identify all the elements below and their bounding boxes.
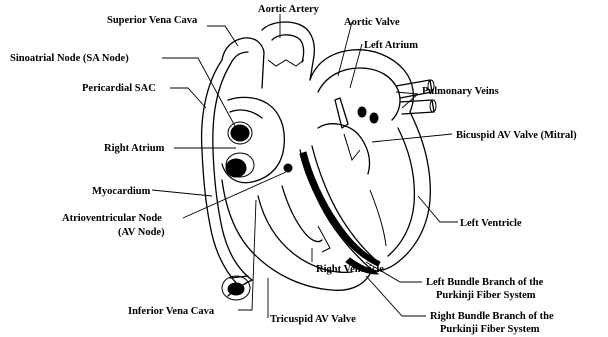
label-inferior-vena-cava: Inferior Vena Cava xyxy=(128,306,215,317)
superior-vena-cava-inner xyxy=(230,52,248,65)
label-right-bundle-line2: Purkinji Fiber System xyxy=(440,324,540,335)
label-bicuspid-valve: Bicuspid AV Valve (Mitral) xyxy=(456,130,577,141)
aortic-artery-shape xyxy=(262,22,314,80)
label-left-bundle-line1: Left Bundle Branch of the xyxy=(426,277,544,288)
label-right-atrium: Right Atrium xyxy=(104,143,165,154)
aortic-artery-inner xyxy=(272,35,304,62)
label-superior-vena-cava: Superior Vena Cava xyxy=(107,15,198,26)
label-tricuspid-valve: Tricuspid AV Valve xyxy=(270,314,356,325)
bicuspid-valve-shape xyxy=(318,124,370,174)
label-left-ventricle: Left Ventricle xyxy=(460,218,522,229)
labels: Superior Vena Cava Aortic Artery Aortic … xyxy=(10,4,577,335)
label-pulmonary-veins: Pulmonary Veins xyxy=(422,86,499,97)
label-av-node-line2: (AV Node) xyxy=(118,227,165,238)
label-aortic-valve: Aortic Valve xyxy=(344,17,400,28)
heart-illustration xyxy=(202,22,436,300)
label-pericardial-sac: Pericardial SAC xyxy=(82,83,156,94)
label-myocardium: Myocardium xyxy=(92,186,151,197)
label-sa-node: Sinoatrial Node (SA Node) xyxy=(10,53,129,64)
label-av-node-line1: Atrioventricular Node xyxy=(62,213,162,224)
sa-node-mark xyxy=(231,125,249,141)
label-right-bundle-line1: Right Bundle Branch of the xyxy=(430,311,554,322)
label-left-bundle-line2: Purkinji Fiber System xyxy=(436,290,536,301)
label-aortic-artery: Aortic Artery xyxy=(258,4,320,15)
label-left-atrium: Left Atrium xyxy=(364,40,418,51)
label-right-ventricle: Right Ventricle xyxy=(316,264,384,275)
superior-vena-cava-shape xyxy=(222,38,264,88)
av-node-mark xyxy=(284,164,292,172)
